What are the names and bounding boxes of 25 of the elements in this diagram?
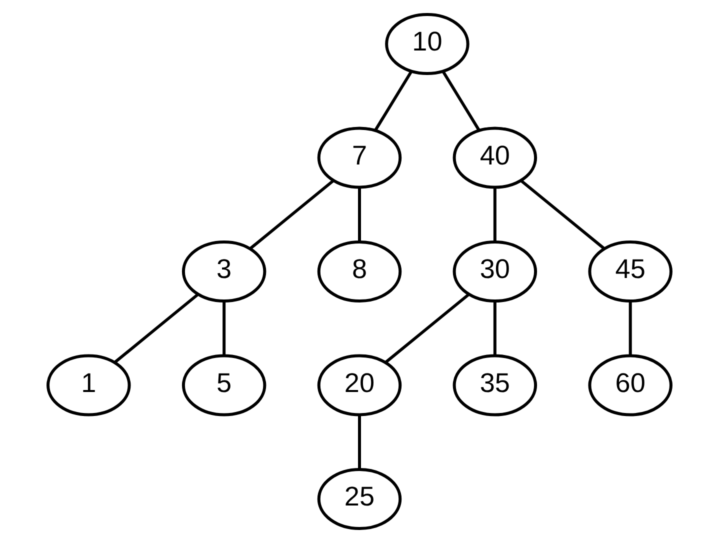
connector [358, 415, 360, 470]
connector [249, 179, 334, 250]
connector [384, 293, 470, 364]
connector [358, 188, 360, 242]
connector [114, 293, 198, 364]
node-ellipse: 30 [452, 240, 537, 302]
node-ellipse: 5 [181, 354, 266, 416]
connector [520, 179, 604, 250]
node-ellipse: 25 [316, 468, 402, 530]
node-ellipse: 60 [588, 354, 672, 416]
connector [492, 188, 496, 242]
connector [492, 302, 496, 356]
node-ellipse: 8 [316, 240, 402, 302]
connector [374, 70, 412, 131]
node-ellipse: 40 [452, 126, 537, 189]
connector [222, 302, 226, 356]
node-ellipse: 45 [588, 240, 672, 302]
node-ellipse: 10 [384, 13, 469, 75]
node-ellipse: 20 [316, 354, 402, 416]
node-ellipse: 3 [181, 240, 266, 302]
node-ellipse: 35 [452, 354, 537, 416]
connector [441, 70, 480, 131]
node-ellipse: 7 [316, 126, 402, 189]
node-ellipse: 1 [46, 354, 130, 416]
connector [628, 302, 632, 356]
